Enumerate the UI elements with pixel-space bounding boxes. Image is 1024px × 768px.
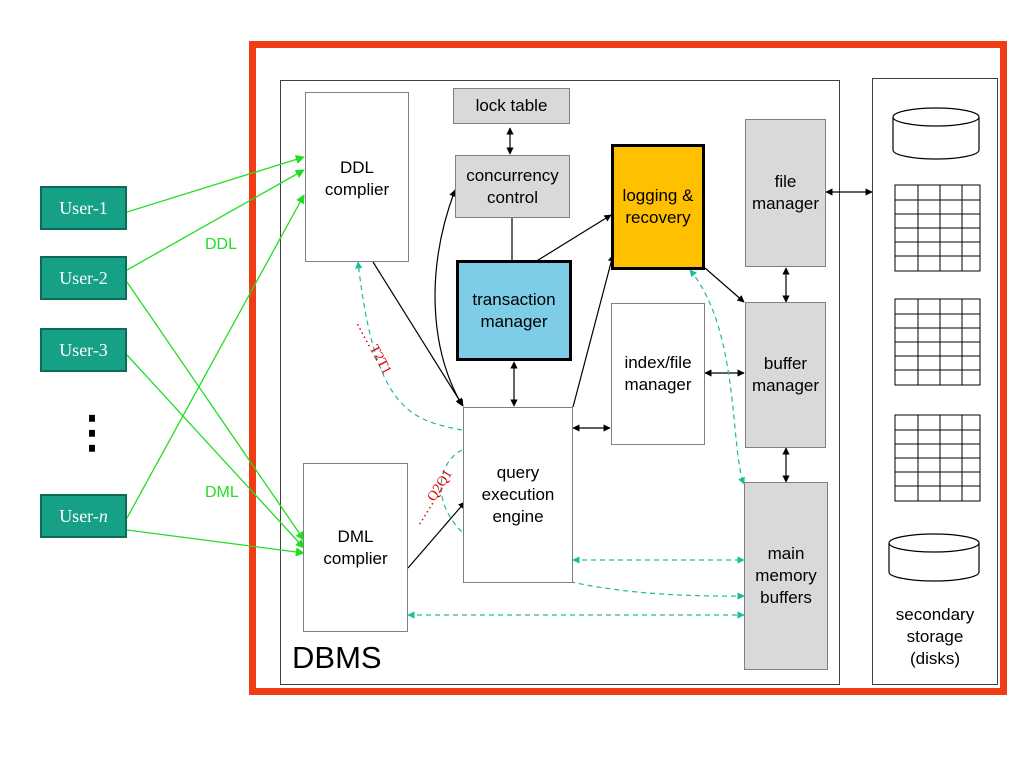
user-3: User-3 bbox=[40, 328, 127, 372]
dml-compiler: DML complier bbox=[303, 463, 408, 632]
user-2: User-2 bbox=[40, 256, 127, 300]
user-n: User-n bbox=[40, 494, 127, 538]
user-1: User-1 bbox=[40, 186, 127, 230]
table-icon-2 bbox=[894, 298, 981, 386]
transaction-manager: transaction manager bbox=[456, 260, 572, 361]
user-arrows bbox=[126, 155, 305, 557]
index-file-manager: index/file manager bbox=[611, 303, 705, 445]
user-n-label: User- bbox=[59, 505, 99, 526]
user-ellipsis: ⋮ bbox=[70, 408, 114, 457]
ddl-compiler: DDL complier bbox=[305, 92, 409, 262]
disk-icon-top bbox=[892, 107, 980, 160]
table-icon-3 bbox=[894, 414, 981, 502]
file-manager: file manager bbox=[745, 119, 826, 267]
dml-label: DML bbox=[205, 484, 239, 501]
buffer-manager: buffer manager bbox=[745, 302, 826, 448]
main-memory-buffers: main memory buffers bbox=[744, 482, 828, 670]
concurrency-control: concurrency control bbox=[455, 155, 570, 218]
user-n-italic: n bbox=[98, 505, 108, 526]
ddl-label: DDL bbox=[205, 236, 238, 253]
user-3-label: User-3 bbox=[59, 339, 108, 360]
dbms-outer-frame bbox=[249, 41, 1007, 695]
user-2-label: User-2 bbox=[59, 267, 108, 288]
dbms-inner-box bbox=[280, 80, 840, 685]
secondary-storage-box bbox=[872, 78, 998, 685]
control-arrows bbox=[372, 127, 873, 569]
logging-recovery: logging & recovery bbox=[611, 144, 705, 270]
user-1-label: User-1 bbox=[59, 197, 108, 218]
query-execution-engine: query execution engine bbox=[463, 407, 573, 583]
dbms-label: DBMS bbox=[292, 640, 382, 675]
disk-icon-bottom bbox=[888, 533, 980, 582]
secondary-storage-label: secondary storage (disks) bbox=[895, 605, 975, 668]
lock-table: lock table bbox=[453, 88, 570, 124]
table-icon-1 bbox=[894, 184, 981, 272]
dashed-data-arrows bbox=[355, 261, 745, 619]
